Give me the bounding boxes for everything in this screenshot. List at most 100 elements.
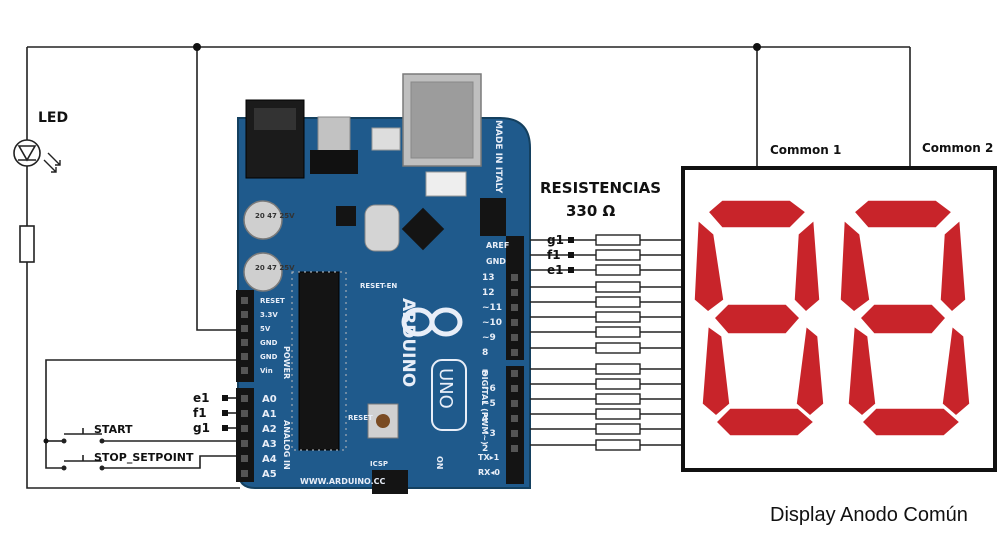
- digital-pin-name: 7: [482, 369, 488, 379]
- tx-text: TX▸1: [478, 453, 500, 462]
- capacitor: [243, 252, 283, 292]
- power-header-text: POWER: [282, 346, 291, 379]
- resistor-side-label: g1: [547, 233, 564, 247]
- crystal: [364, 204, 400, 252]
- made-in-italy: MADE IN ITALY: [493, 120, 503, 194]
- analog-header: [236, 388, 254, 482]
- digit-2: [839, 199, 971, 437]
- junction-dot: [43, 438, 49, 444]
- resistor: [595, 281, 641, 293]
- digital-pin-name: 13: [482, 273, 495, 283]
- display-segment: [858, 303, 948, 335]
- digital-header-text: DIGITAL (PWM~): [480, 370, 489, 445]
- analog-pin-name: A2: [262, 424, 277, 435]
- rx-text: RX◂0: [478, 468, 500, 477]
- display-segment: [793, 218, 821, 314]
- start-button-symbol: [61, 428, 105, 444]
- led-symbol: [13, 139, 61, 173]
- display-segment: [852, 199, 954, 229]
- digital-pin-name: 4: [482, 414, 488, 424]
- analog-header-text: ANALOG IN: [282, 420, 291, 470]
- digital-pin-name: 2: [482, 444, 488, 454]
- arduino-board: 20 47 25V 20 47 25V RESET ICSP RESET-EN …: [236, 73, 531, 494]
- common2-label: Common 2: [922, 141, 993, 155]
- display-caption: Display Anodo Común: [770, 504, 968, 526]
- digital-pin-name: ~5: [482, 399, 496, 409]
- display-segment: [706, 199, 808, 229]
- digital-header-low: [506, 366, 524, 484]
- led-resistor: [19, 225, 35, 263]
- chip: [336, 206, 356, 226]
- led-label: LED: [38, 110, 68, 126]
- resistor: [595, 326, 641, 338]
- pin-marker: [222, 395, 228, 401]
- analog-pin-name: A4: [262, 454, 277, 465]
- aref-text: AREF: [486, 241, 509, 250]
- analog-pin-name: A3: [262, 439, 277, 450]
- resistor: [595, 264, 641, 276]
- voltage-regulator: [317, 116, 351, 154]
- power-header: [236, 290, 254, 382]
- resistor: [595, 342, 641, 354]
- reset-text: RESET: [348, 414, 373, 422]
- display-segment: [847, 324, 877, 417]
- display-segment: [939, 218, 967, 314]
- resistor: [595, 234, 641, 246]
- stop-setpoint-button-symbol: [61, 455, 105, 471]
- display-segment: [693, 218, 725, 313]
- digital-pin-name: 8: [482, 348, 488, 358]
- resistor-ladder: [530, 234, 685, 451]
- resistencias-label: RESISTENCIAS: [540, 179, 661, 197]
- uno-model: UNO: [435, 368, 456, 409]
- digital-pin-name: ~6: [482, 384, 496, 394]
- junction-dot: [193, 43, 201, 51]
- capacitor-label: 20 47 25V: [255, 212, 295, 220]
- pin-marker: [568, 267, 574, 273]
- arduino-brand: ARDUINO: [398, 298, 418, 387]
- pin-marker: [568, 237, 574, 243]
- digital-pin-name: ~11: [482, 303, 502, 313]
- component: [425, 171, 467, 197]
- resistor: [595, 249, 641, 261]
- pin-marker: [222, 425, 228, 431]
- capacitor: [243, 200, 283, 240]
- digital-pin-name: ~10: [482, 318, 502, 328]
- digital-header-high: [506, 236, 524, 360]
- power-pin-name: GND: [260, 353, 278, 361]
- display-segment: [839, 218, 871, 313]
- display-segment: [701, 324, 731, 417]
- analog-pin-name: A0: [262, 394, 277, 405]
- power-pin-name: Vin: [260, 367, 273, 375]
- website-text: WWW.ARDUINO.CC: [300, 477, 386, 486]
- start-label: START: [94, 423, 133, 436]
- resistor: [595, 296, 641, 308]
- digital-pin-name: 12: [482, 288, 495, 298]
- usb-chip: [401, 207, 445, 251]
- analog-side-label: g1: [193, 421, 210, 435]
- display-segment: [860, 407, 962, 437]
- resistor: [595, 439, 641, 451]
- power-pin-name: 3.3V: [260, 311, 278, 319]
- resistor: [595, 393, 641, 405]
- analog-side-label: e1: [193, 391, 210, 405]
- icsp-text: ICSP: [370, 460, 388, 468]
- analog-pin-name: A1: [262, 409, 277, 420]
- arduino-logo: [401, 307, 463, 337]
- icsp-header: [372, 470, 408, 494]
- capacitor-label: 20 47 25V: [255, 264, 295, 272]
- resistor: [595, 423, 641, 435]
- on-text: ON: [435, 456, 444, 470]
- stop-setpoint-label: STOP_SETPOINT: [94, 451, 194, 464]
- resistor: [595, 408, 641, 420]
- power-pin-name: 5V: [260, 325, 271, 333]
- digital-pin-name: ~3: [482, 429, 496, 439]
- display-segment: [795, 324, 825, 417]
- common1-label: Common 1: [770, 143, 841, 157]
- analog-side-label: f1: [193, 406, 207, 420]
- gnd-text: GND: [486, 257, 506, 266]
- resistor: [595, 311, 641, 323]
